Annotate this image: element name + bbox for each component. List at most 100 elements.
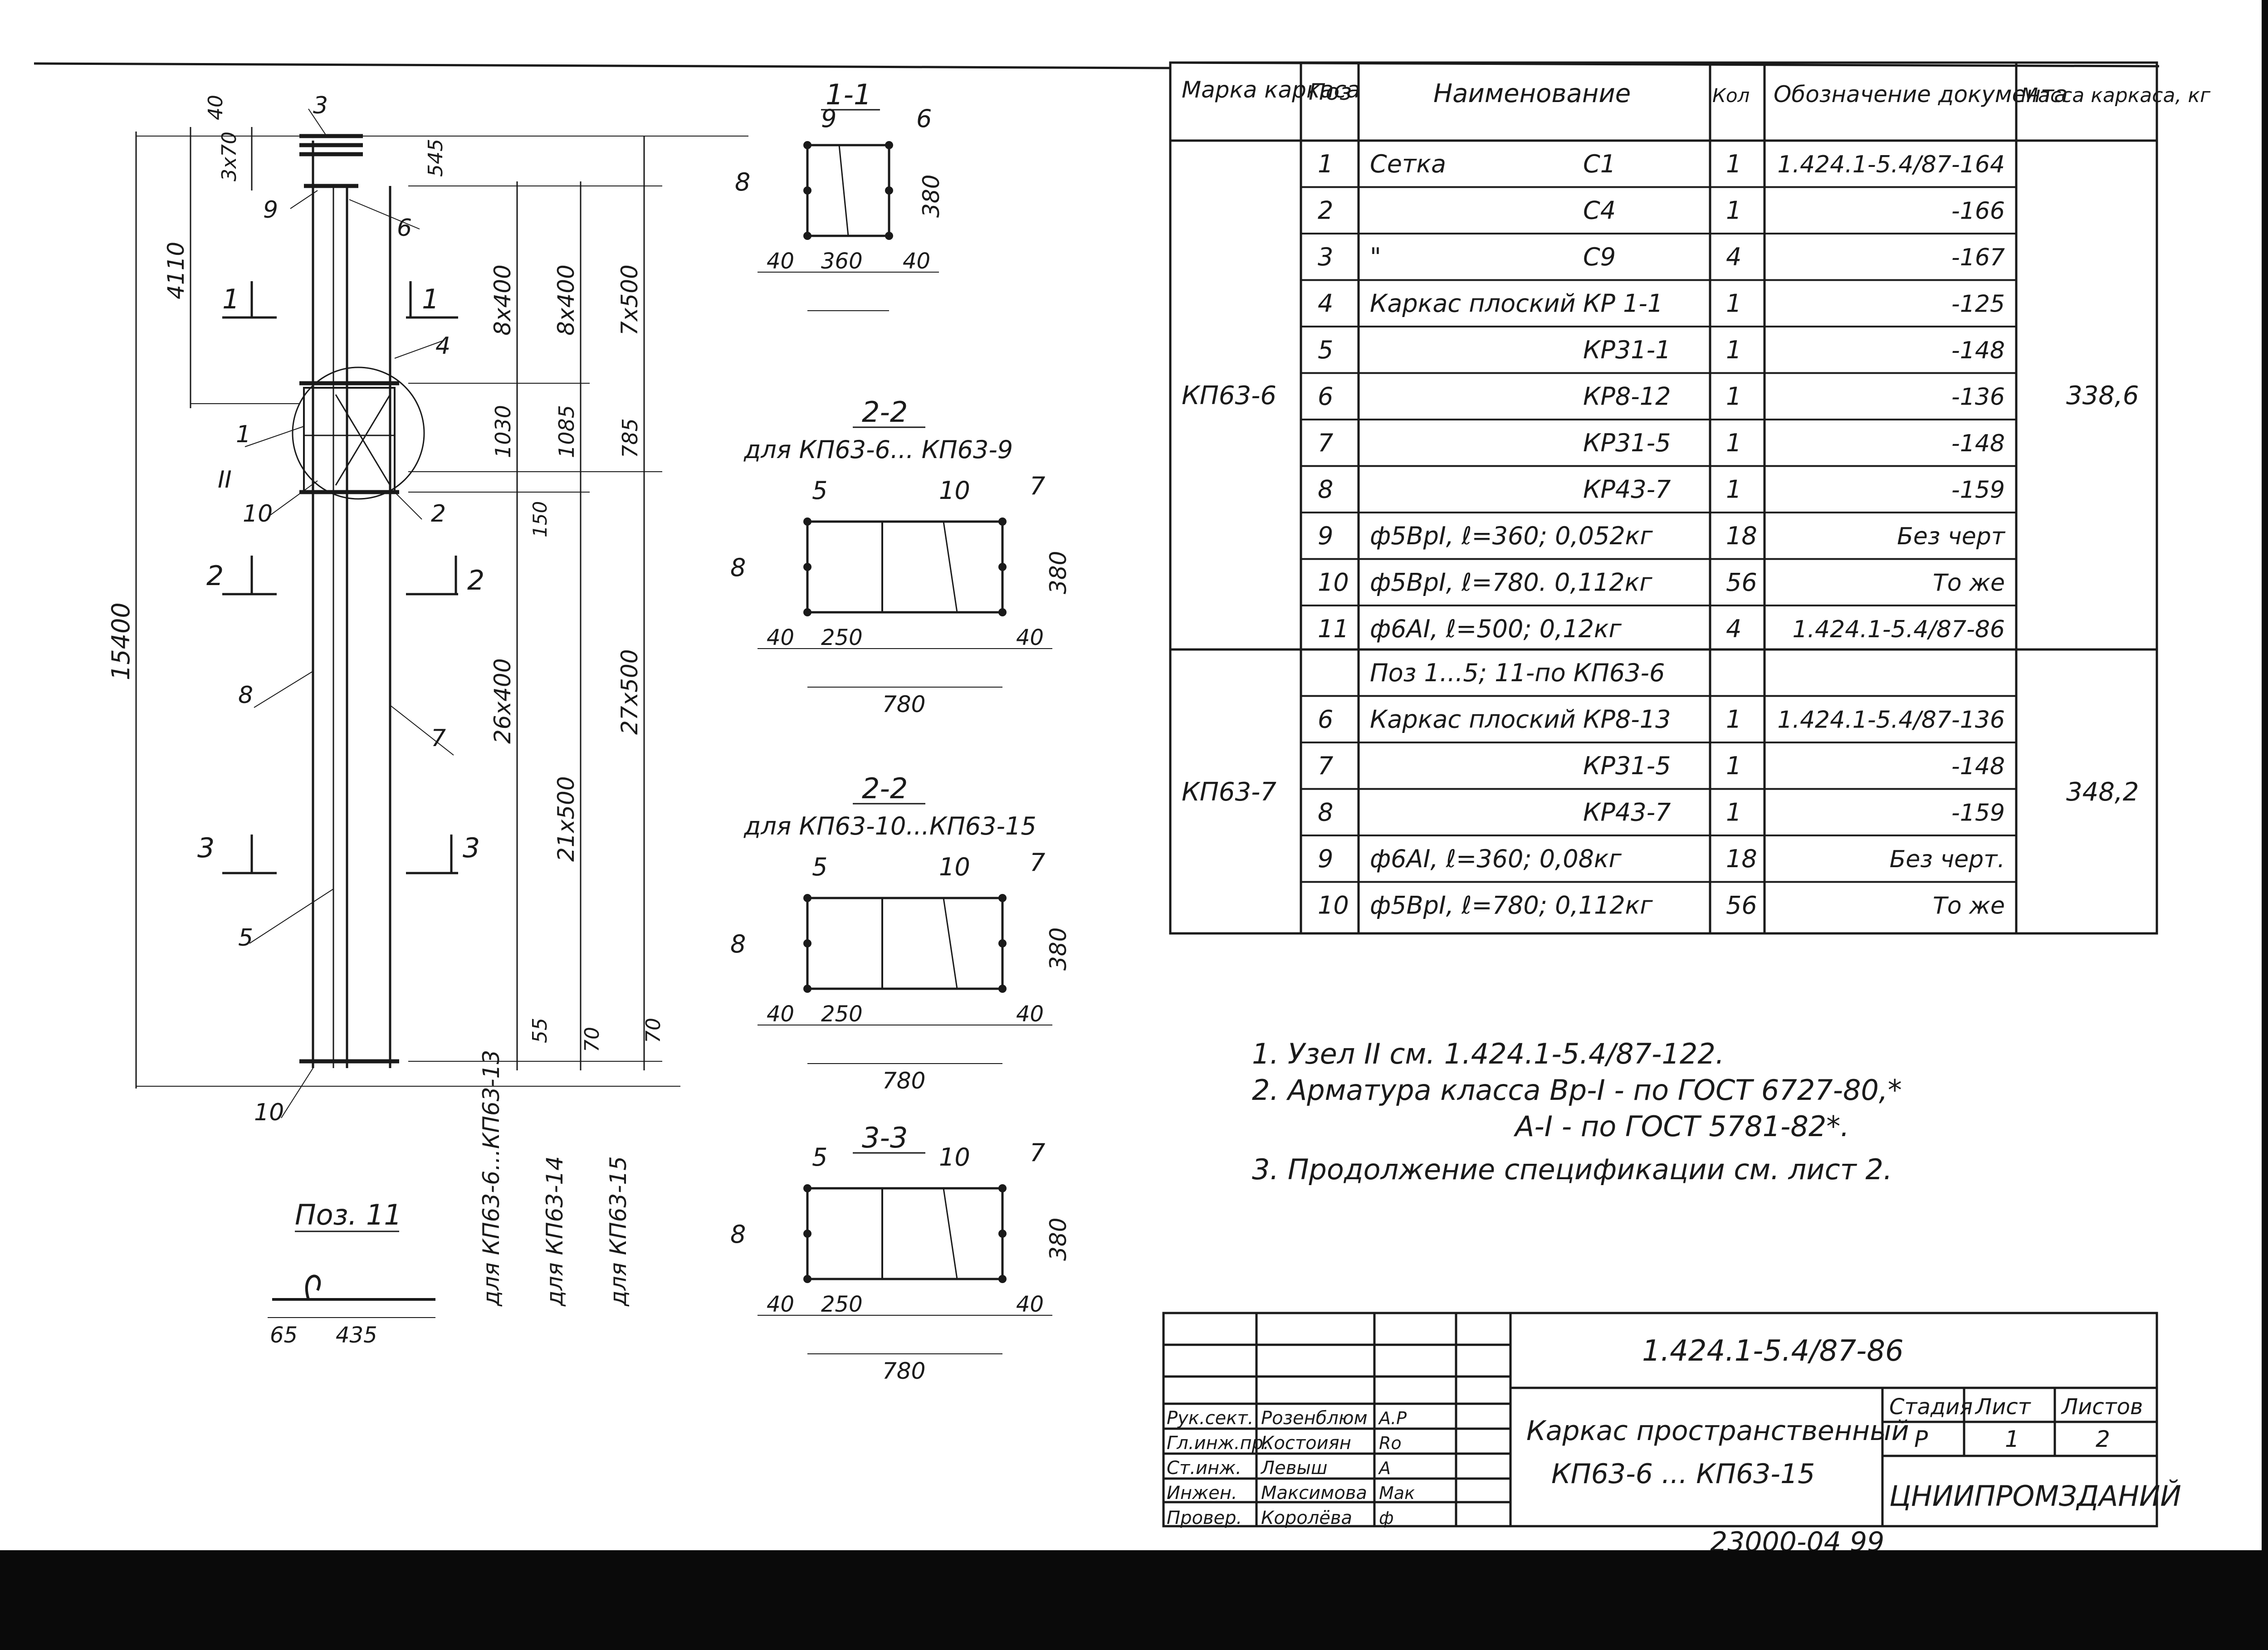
section-dim-height: 380 <box>918 175 944 218</box>
dim-150: 150 <box>529 501 551 537</box>
callout-II: II <box>218 466 232 493</box>
section-title: 1-1 <box>826 78 871 111</box>
cut-3-right: 3 <box>463 832 480 864</box>
row-doc: -125 <box>1951 291 2005 318</box>
row-pos: 3 <box>1318 243 1333 271</box>
group-mark: КП63-6 <box>1182 381 1276 410</box>
row-name: ф6АI, ℓ=360; 0,08кг <box>1370 845 1622 873</box>
section-dim-right: 40 <box>1016 1001 1044 1027</box>
section-subtitle: для КП63-6... КП63-9 <box>743 435 1013 464</box>
dim-55: 55 <box>528 1018 552 1043</box>
row-name: ф6АI, ℓ=500; 0,12кг <box>1370 615 1622 643</box>
section-callout: 8 <box>730 1220 746 1249</box>
row-doc: 1.424.1-5.4/87-164 <box>1777 151 2005 178</box>
variant-3: для КП63-15 <box>605 1156 631 1307</box>
note-1: 1. Узел II см. 1.424.1-5.4/87-122. <box>1252 1037 1724 1070</box>
row-code: КР 1-1 <box>1583 289 1663 318</box>
row-pos: 7 <box>1318 752 1333 780</box>
row-pos: 9 <box>1318 522 1333 550</box>
title-block <box>1162 1312 2158 1528</box>
dim-8x400-a: 8x400 <box>489 264 516 336</box>
row-pos: 7 <box>1318 429 1333 457</box>
row-pos: 5 <box>1318 336 1333 364</box>
row-code: КР43-7 <box>1583 475 1671 504</box>
row-name: ф5ВрI, ℓ=780. 0,112кг <box>1370 568 1652 597</box>
section-callout: 7 <box>1030 1138 1045 1167</box>
row-pos: 10 <box>1318 568 1349 597</box>
row-pos: 8 <box>1318 798 1333 827</box>
row-qty: 1 <box>1726 196 1741 225</box>
rebar-dot <box>998 517 1007 526</box>
row-qty: 18 <box>1726 845 1757 873</box>
cut-2-left: 2 <box>206 560 224 592</box>
rebar-dot <box>998 563 1007 571</box>
person-sign: A <box>1378 1458 1391 1478</box>
rebar-dot <box>803 939 811 947</box>
callout-5: 5 <box>238 924 253 952</box>
person-role: Ст.инж. <box>1167 1458 1242 1479</box>
rebar-dot <box>803 1275 811 1283</box>
row-qty: 1 <box>1726 798 1741 827</box>
dim-1085: 1085 <box>554 405 579 458</box>
dim-26x400: 26x400 <box>489 658 516 744</box>
section-dim-right: 40 <box>903 249 930 274</box>
person-name: Левыш <box>1260 1458 1327 1479</box>
doc-code: 1.424.1-5.4/87-86 <box>1642 1334 1904 1368</box>
row-code: С4 <box>1583 196 1616 225</box>
callout-10-top: 10 <box>243 500 273 527</box>
section-callout: 5 <box>812 853 827 881</box>
person-role: Гл.инж.пр. <box>1167 1433 1269 1454</box>
person-name: Костоиян <box>1261 1433 1351 1454</box>
group-mass: 348,2 <box>2066 777 2139 807</box>
section-callout: 8 <box>735 168 750 196</box>
pos11-dim-65: 65 <box>270 1323 298 1348</box>
cut-3-left: 3 <box>197 832 215 864</box>
row-pos: 10 <box>1318 891 1349 920</box>
person-name: Максимова <box>1261 1483 1367 1504</box>
row-qty: 1 <box>1726 752 1741 780</box>
row-code: С9 <box>1583 243 1616 271</box>
row-code: С1 <box>1583 150 1616 178</box>
person-role: Инжен. <box>1167 1483 1237 1504</box>
section-bar <box>943 521 958 613</box>
section-dim-left: 40 <box>767 1001 794 1027</box>
note-2b: А-I - по ГОСТ 5781-82*. <box>1513 1110 1849 1143</box>
row-doc: -167 <box>1951 244 2005 271</box>
rebar-dot <box>803 563 811 571</box>
rebar-dot <box>803 608 811 616</box>
person-sign: А.Р <box>1378 1408 1407 1428</box>
row-doc: Без черт. <box>1890 846 2005 873</box>
callout-1: 1 <box>236 421 251 448</box>
variant-1: для КП63-6...КП63-13 <box>478 1050 504 1307</box>
row-name: Поз 1...5; 11-по КП63-6 <box>1370 659 1665 687</box>
dim-top-3x70: 3x70 <box>218 132 241 181</box>
section-dim-left: 40 <box>767 249 794 274</box>
person-name: Розенблюм <box>1261 1408 1368 1429</box>
section-dim-left: 40 <box>767 1292 794 1317</box>
section-callout: 8 <box>730 553 746 582</box>
rebar-dot <box>998 1275 1007 1283</box>
section-bar <box>943 1188 958 1279</box>
row-pos: 9 <box>1318 845 1333 873</box>
title-line-2: КП63-6 ... КП63-15 <box>1551 1458 1815 1490</box>
pos11-label: Поз. 11 <box>295 1198 402 1231</box>
pos11-dim-435: 435 <box>336 1323 377 1348</box>
elevation-view <box>135 108 748 1118</box>
row-qty: 4 <box>1726 243 1741 271</box>
section-frame <box>806 1187 1004 1280</box>
section-callout: 9 <box>821 104 836 133</box>
person-sign: Ro <box>1379 1433 1402 1453</box>
rebar-dot <box>998 608 1007 616</box>
section-callout: 10 <box>939 853 970 881</box>
callout-9: 9 <box>263 196 278 224</box>
cut-1-left: 1 <box>222 283 240 315</box>
elevation-labels: 40 3x70 545 4110 15400 8x400 1030 150 26… <box>107 92 665 1307</box>
stage-label: Стадия <box>1889 1394 1973 1420</box>
section-callout: 8 <box>730 930 746 958</box>
